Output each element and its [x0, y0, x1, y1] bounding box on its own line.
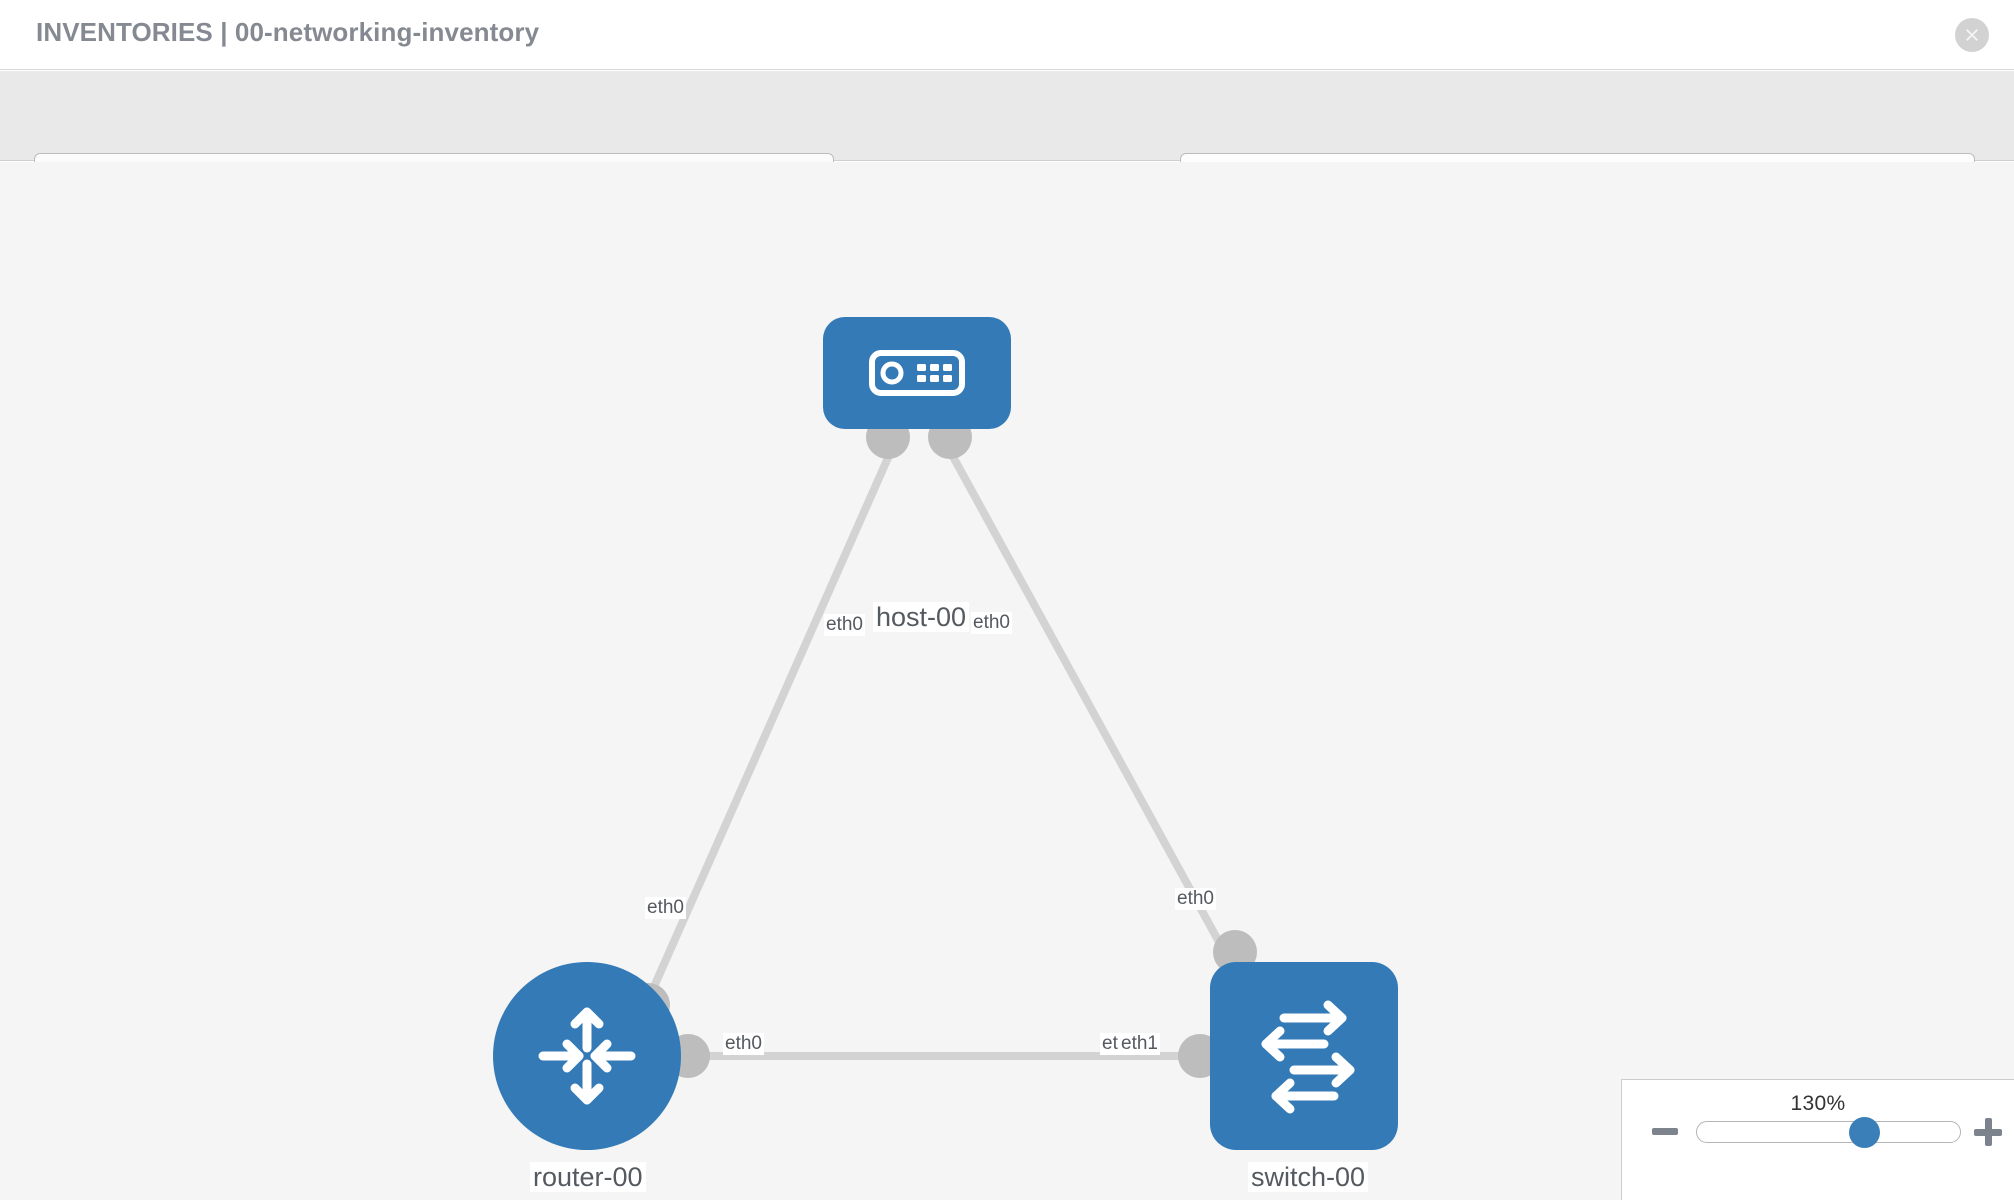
switch-node-shape [1210, 962, 1398, 1150]
host-node-shape [823, 317, 1011, 429]
iface-label-switch-left: eth1 [1119, 1033, 1160, 1055]
zoom-slider-thumb[interactable] [1849, 1117, 1880, 1148]
node-label-router-00: router-00 [530, 1162, 646, 1193]
server-appliance-icon [869, 350, 965, 396]
iface-label-router-uplink: eth0 [645, 897, 686, 919]
iface-label-host-right: eth0 [971, 612, 1012, 634]
page-title: INVENTORIES | 00-networking-inventory [36, 17, 540, 47]
toolbar: ACTIONS SEARCH [0, 71, 2014, 211]
node-label-switch-00: switch-00 [1248, 1162, 1369, 1193]
router-node-shape [493, 962, 681, 1150]
topology-connectors [626, 415, 1257, 1078]
zoom-in-button[interactable] [1974, 1118, 2002, 1146]
zoom-out-button[interactable] [1652, 1128, 1678, 1135]
node-switch-00[interactable] [1210, 962, 1398, 1150]
switch-arrows-icon [1246, 998, 1362, 1114]
topology-edges [641, 440, 1234, 1060]
iface-label-router-right: eth0 [723, 1033, 764, 1055]
node-host-00[interactable] [823, 317, 1011, 429]
zoom-control-panel: 130% [1621, 1079, 2014, 1200]
node-label-host-00: host-00 [873, 602, 970, 633]
topology-canvas[interactable]: host-00 router-00 switch-00 eth0 eth0 et… [0, 162, 2014, 1200]
iface-label-switch-uplink: eth0 [1175, 888, 1216, 910]
router-arrows-icon [531, 1000, 643, 1112]
zoom-level-value: 130% [1790, 1092, 1846, 1115]
iface-label-host-left: eth0 [824, 614, 865, 636]
close-icon [1955, 18, 1989, 52]
page-header: INVENTORIES | 00-networking-inventory [0, 0, 2014, 70]
node-router-00[interactable] [493, 962, 681, 1150]
zoom-slider[interactable] [1696, 1117, 1961, 1148]
edge-host-router [641, 440, 899, 1009]
edge-host-switch [941, 440, 1234, 964]
close-button[interactable] [1955, 18, 1989, 52]
